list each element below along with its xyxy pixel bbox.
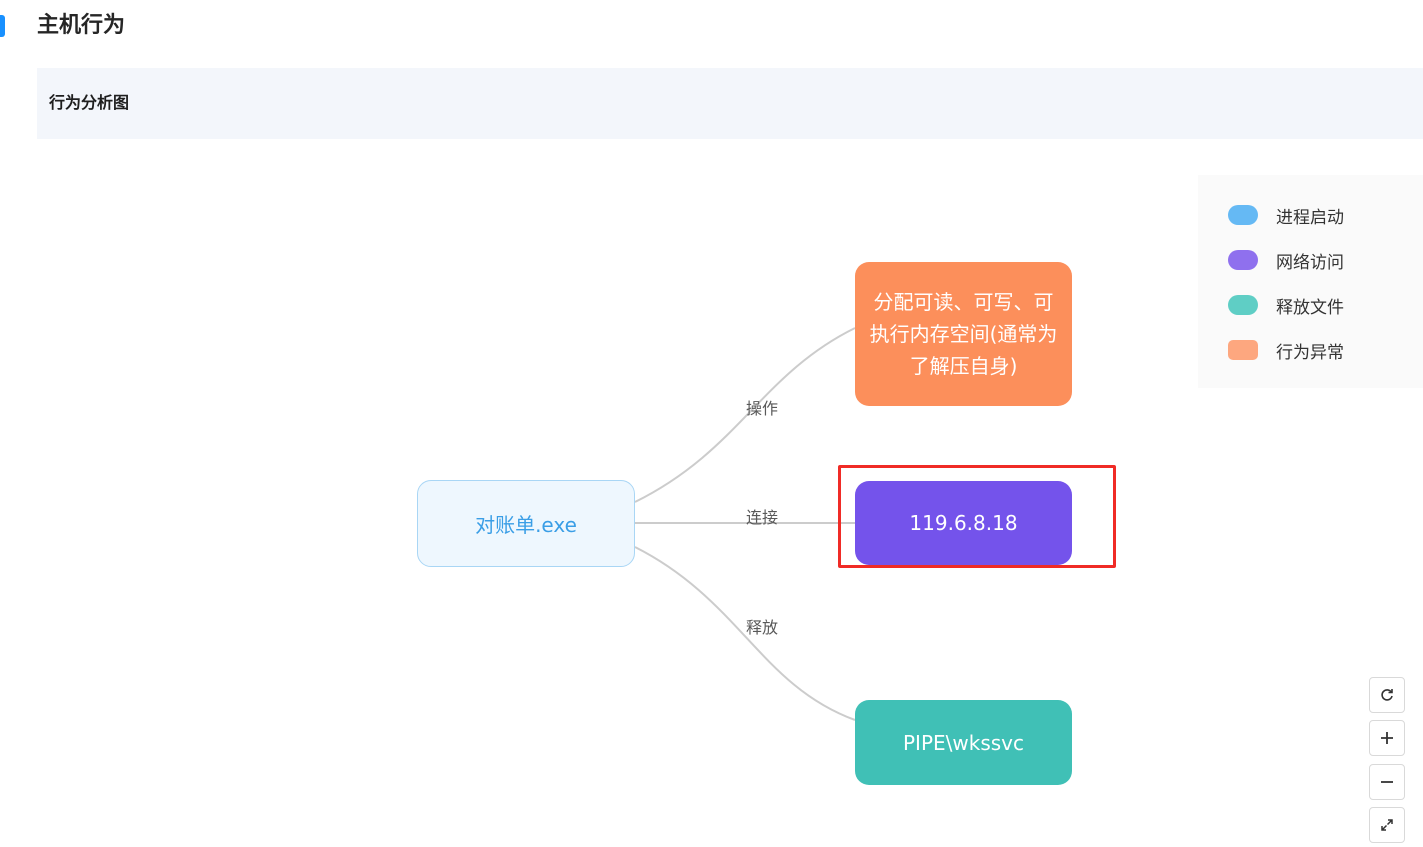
refresh-icon: [1381, 689, 1393, 701]
zoom-out-icon: [1381, 781, 1393, 783]
fullscreen-icon: [1381, 819, 1393, 831]
graph-edges: 操作 连接 释放: [634, 327, 856, 721]
legend-label: 释放文件: [1276, 297, 1344, 318]
legend-swatch: [1228, 340, 1258, 360]
panel-title: 行为分析图: [49, 93, 130, 112]
edge-label-operation: 操作: [746, 399, 778, 418]
legend-item-file[interactable]: 释放文件: [1228, 293, 1344, 318]
legend-swatch: [1228, 250, 1258, 270]
zoom-in-icon: [1381, 732, 1393, 744]
legend-item-network[interactable]: 网络访问: [1228, 248, 1344, 273]
behavior-anomaly-node[interactable]: 分配可读、可写、可执行内存空间(通常为了解压自身): [855, 262, 1072, 406]
refresh-button[interactable]: [1369, 677, 1405, 713]
legend-item-anomaly[interactable]: 行为异常: [1228, 338, 1344, 363]
released-file-node[interactable]: PIPE\wkssvc: [855, 700, 1072, 785]
edge-operation: [634, 327, 856, 503]
network-access-node[interactable]: 119.6.8.18: [855, 481, 1072, 565]
highlight-annotation-box: [838, 465, 1116, 568]
zoom-out-button[interactable]: [1369, 764, 1405, 800]
panel-header: 行为分析图: [37, 68, 1423, 139]
section-accent-bar: [0, 15, 5, 37]
legend-label: 网络访问: [1276, 252, 1344, 273]
graph-legend: 进程启动 网络访问 释放文件 行为异常: [1198, 175, 1423, 388]
legend-item-process[interactable]: 进程启动: [1228, 203, 1344, 228]
edge-label-release: 释放: [746, 618, 778, 637]
fullscreen-button[interactable]: [1369, 807, 1405, 843]
legend-label: 行为异常: [1276, 342, 1344, 363]
edge-release: [634, 546, 856, 721]
process-node[interactable]: 对账单.exe: [417, 480, 635, 567]
section-title: 主机行为: [37, 13, 126, 38]
legend-swatch: [1228, 295, 1258, 315]
zoom-in-button[interactable]: [1369, 720, 1405, 756]
behavior-graph[interactable]: 操作 连接 释放 对账单.exe 分配可读、可写、可执行内存空间(通常为了解压自…: [0, 140, 1423, 847]
edge-label-connection: 连接: [746, 508, 778, 527]
legend-swatch: [1228, 205, 1258, 225]
legend-label: 进程启动: [1276, 207, 1344, 228]
